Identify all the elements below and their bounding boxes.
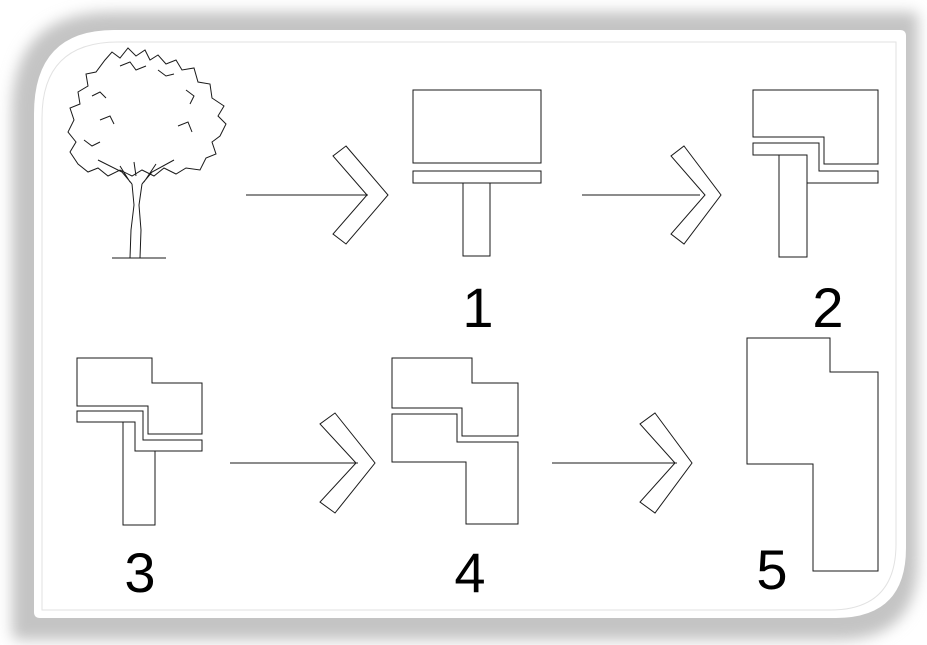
step-4-lower-block bbox=[391, 413, 519, 525]
step-1-upper-block bbox=[412, 89, 542, 164]
step-3-upper-block bbox=[76, 357, 203, 435]
step-3-number: 3 bbox=[124, 541, 156, 604]
frame bbox=[12, 12, 918, 640]
step-1-post bbox=[462, 183, 491, 257]
step-2-upper-block bbox=[752, 89, 879, 165]
frame-panel bbox=[34, 30, 906, 618]
arrow-chevron bbox=[639, 412, 693, 514]
arrow-to-step-5 bbox=[552, 412, 693, 514]
step-3-plank bbox=[76, 410, 203, 452]
step-4-number: 4 bbox=[454, 541, 486, 604]
step-5-number: 5 bbox=[756, 538, 788, 601]
tree-trunk bbox=[129, 183, 143, 259]
arrow-to-step-2 bbox=[582, 145, 722, 245]
arrow-chevron bbox=[319, 412, 376, 514]
arrow-chevron bbox=[332, 145, 389, 245]
step-2-plank bbox=[752, 142, 879, 184]
tree-inner-foliage bbox=[83, 61, 195, 147]
tree-canopy bbox=[67, 47, 227, 177]
step-3-drawing bbox=[76, 357, 203, 526]
tree-branches bbox=[97, 159, 175, 185]
step-1-plank bbox=[412, 170, 542, 184]
step-4-upper-block bbox=[391, 357, 519, 437]
step-3-post bbox=[122, 422, 156, 526]
step-2-number: 2 bbox=[812, 276, 844, 339]
step-2-drawing bbox=[752, 89, 879, 258]
tree-icon bbox=[67, 47, 227, 259]
arrow-to-step-1 bbox=[246, 145, 389, 245]
arrow-chevron bbox=[670, 145, 722, 245]
frame-border bbox=[41, 41, 897, 611]
step-2-post bbox=[778, 155, 808, 258]
step-5-merged-block bbox=[746, 337, 879, 572]
step-1-number: 1 bbox=[462, 276, 494, 339]
step-1-drawing bbox=[412, 89, 542, 257]
step-4-drawing bbox=[391, 357, 519, 525]
step-5-drawing bbox=[746, 337, 879, 572]
arrow-to-step-4 bbox=[230, 412, 376, 514]
